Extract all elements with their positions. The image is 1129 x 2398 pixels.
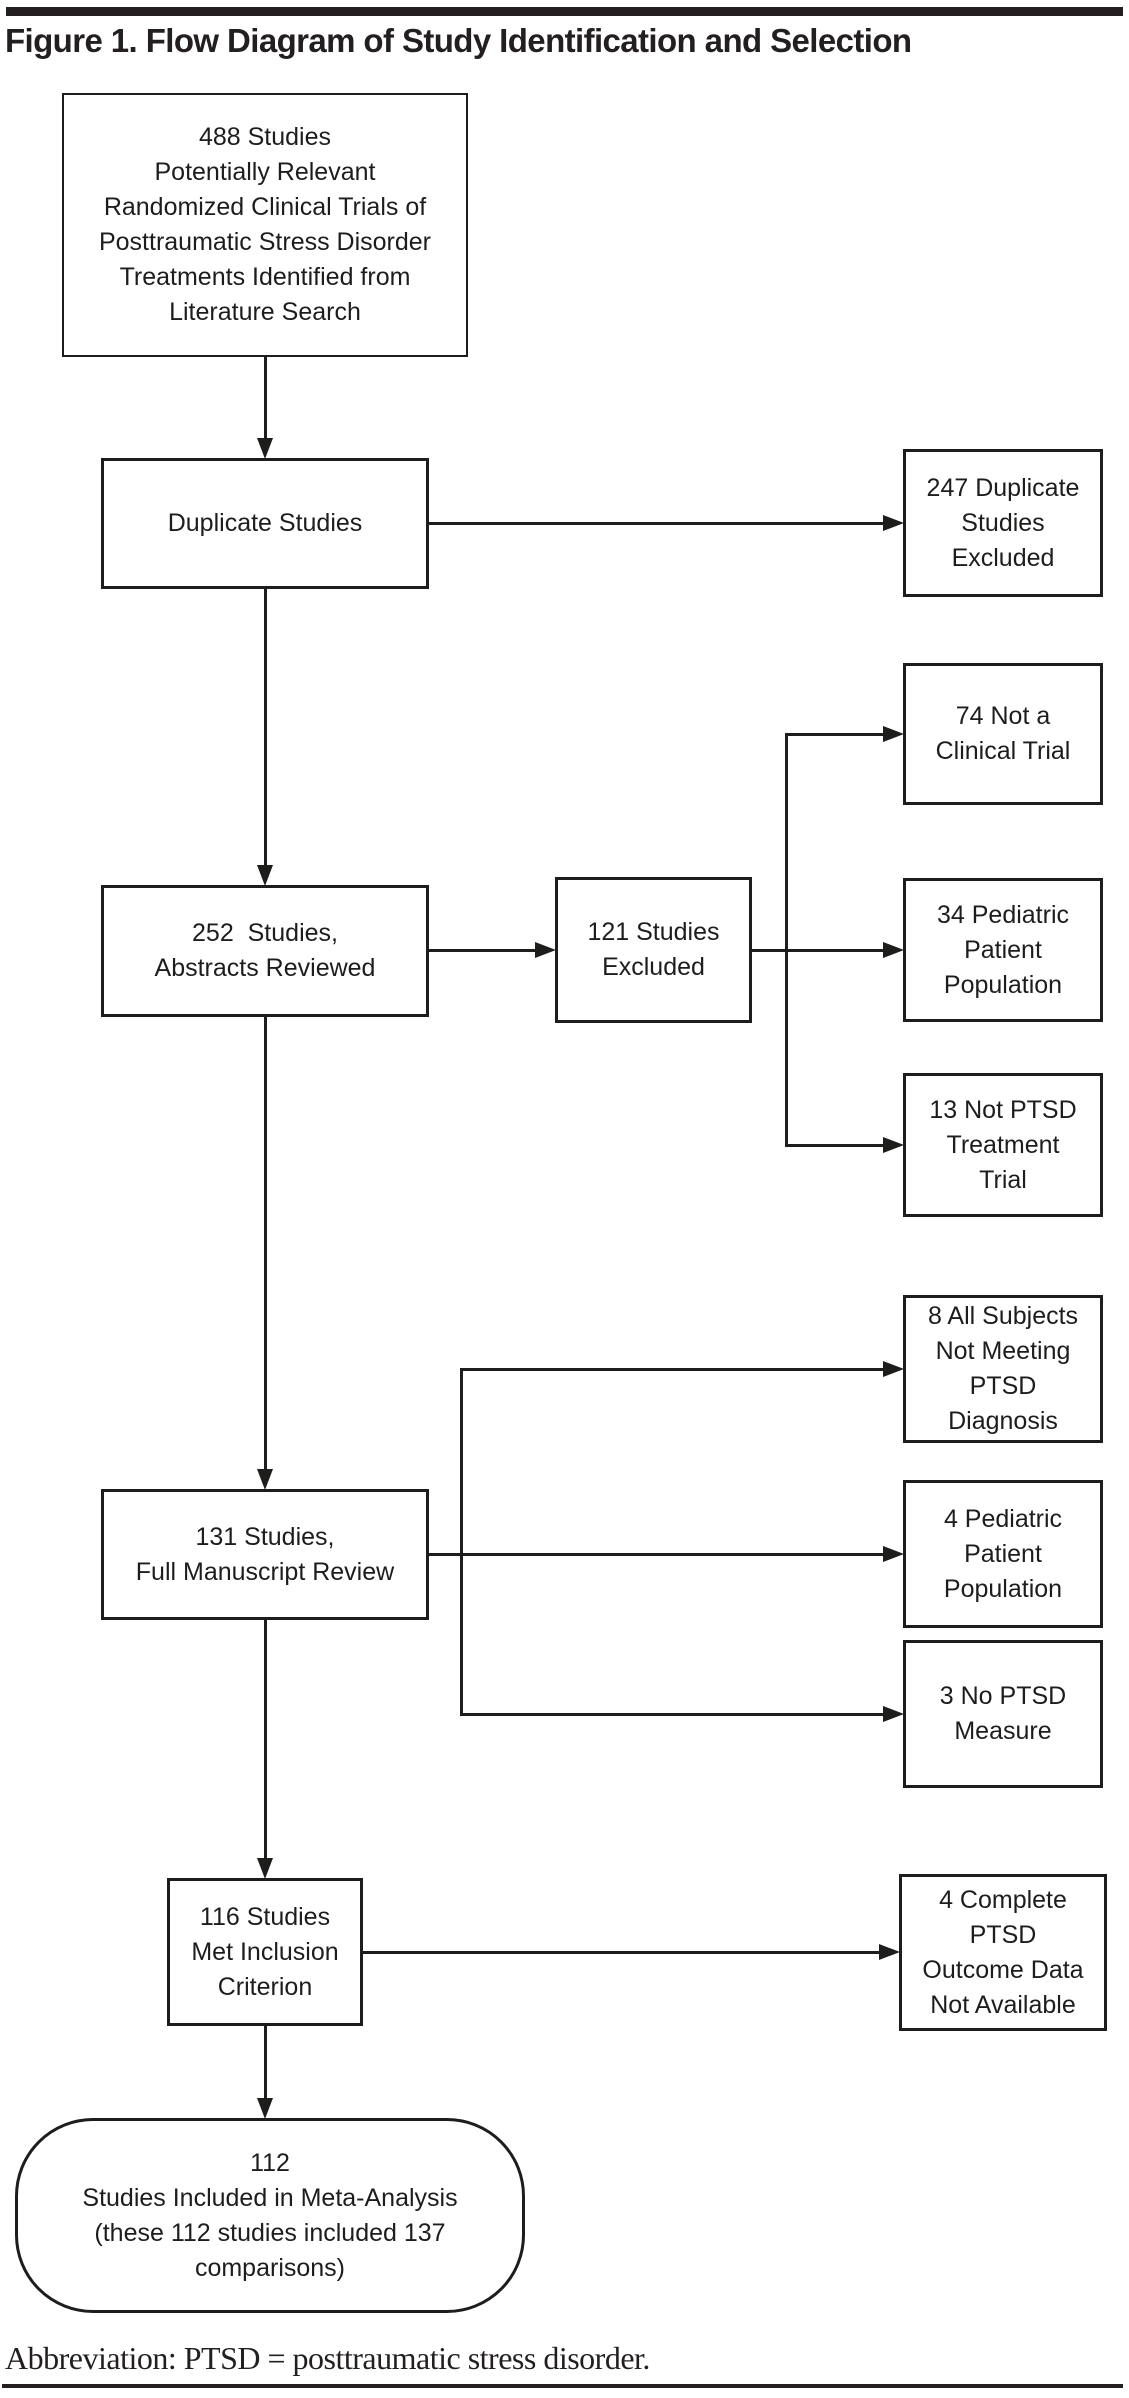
connector-131-to-4-pediatric [429, 1553, 883, 1556]
abbreviation-footnote: Abbreviation: PTSD = posttraumatic stres… [5, 2340, 650, 2376]
arrowhead-131-to-3 [883, 1706, 904, 1722]
node-488-potentially-relevant-studies: 488 Studies Potentially Relevant Randomi… [62, 93, 468, 357]
arrowhead-252-to-131 [257, 1469, 273, 1490]
node-112-included-in-meta-analysis: 112 Studies Included in Meta-Analysis (t… [15, 2118, 525, 2313]
bottom-rule [2, 2384, 1123, 2388]
connector-116-to-4-outcome [363, 1951, 879, 1954]
node-247-duplicates-excluded: 247 Duplicate Studies Excluded [903, 449, 1103, 597]
connector-488-to-duplicate [264, 357, 267, 440]
connector-121-to-74 [785, 733, 883, 736]
arrowhead-duplicate-to-247 [883, 515, 904, 531]
arrowhead-121-to-34 [883, 942, 904, 958]
connector-252-to-121 [429, 949, 535, 952]
connector-252-to-131 [264, 1017, 267, 1471]
arrowhead-121-to-74 [883, 726, 904, 742]
arrowhead-116-to-4-outcome [879, 1944, 900, 1960]
connector-131-to-3 [460, 1713, 883, 1716]
node-116-met-inclusion-criterion: 116 Studies Met Inclusion Criterion [167, 1878, 363, 2026]
node-8-not-meeting-ptsd-diagnosis: 8 All Subjects Not Meeting PTSD Diagnosi… [903, 1295, 1103, 1443]
connector-131-to-116 [264, 1620, 267, 1860]
node-4-pediatric-population: 4 Pediatric Patient Population [903, 1480, 1103, 1628]
connector-121-branch-trunk [785, 733, 788, 1147]
node-13-not-ptsd-treatment-trial: 13 Not PTSD Treatment Trial [903, 1073, 1103, 1217]
arrowhead-121-to-13 [883, 1137, 904, 1153]
connector-duplicate-to-247 [429, 522, 883, 525]
node-34-pediatric-population: 34 Pediatric Patient Population [903, 878, 1103, 1022]
top-rule [6, 7, 1123, 16]
connector-131-branch-trunk [460, 1368, 463, 1716]
arrowhead-116-to-112 [257, 2098, 273, 2119]
connector-116-to-112 [264, 2026, 267, 2100]
connector-duplicate-to-252 [264, 589, 267, 867]
connector-121-to-13 [785, 1144, 883, 1147]
arrowhead-488-to-duplicate [257, 438, 273, 459]
arrowhead-131-to-4-pediatric [883, 1546, 904, 1562]
node-duplicate-studies: Duplicate Studies [101, 458, 429, 589]
figure-title: Figure 1. Flow Diagram of Study Identifi… [5, 22, 912, 59]
connector-131-to-8 [460, 1368, 883, 1371]
node-121-studies-excluded: 121 Studies Excluded [555, 877, 752, 1023]
arrowhead-252-to-121 [535, 942, 556, 958]
node-3-no-ptsd-measure: 3 No PTSD Measure [903, 1640, 1103, 1788]
node-131-full-manuscript-review: 131 Studies, Full Manuscript Review [101, 1489, 429, 1620]
node-74-not-clinical-trial: 74 Not a Clinical Trial [903, 663, 1103, 805]
arrowhead-131-to-8 [883, 1361, 904, 1377]
arrowhead-duplicate-to-252 [257, 865, 273, 886]
arrowhead-131-to-116 [257, 1858, 273, 1879]
node-4-outcome-data-not-available: 4 Complete PTSD Outcome Data Not Availab… [899, 1874, 1107, 2031]
node-252-abstracts-reviewed: 252 Studies, Abstracts Reviewed [101, 885, 429, 1017]
connector-121-to-34 [752, 949, 883, 952]
